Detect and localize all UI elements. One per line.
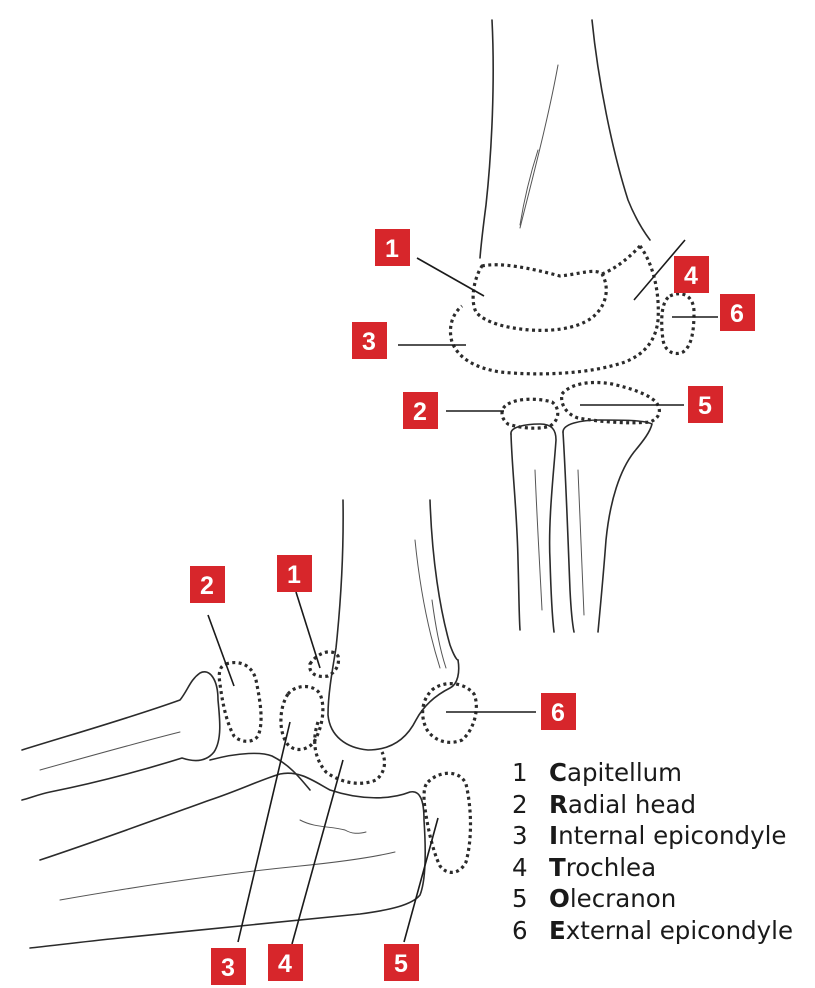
front-ulna-outline	[563, 420, 652, 632]
side-badge-4: 4	[268, 944, 303, 981]
svg-text:1: 1	[385, 235, 399, 263]
side-humerus-outline-right	[430, 500, 458, 660]
side-ulna-detail	[300, 820, 366, 833]
svg-text:2: 2	[413, 398, 427, 426]
side-trochlea-center	[315, 722, 385, 783]
side-olecranon-center	[424, 773, 471, 872]
front-badge-6: 6	[720, 294, 755, 331]
side-ulna-inner-line	[60, 852, 395, 900]
front-ulna-outline-left	[563, 432, 574, 632]
side-badge-2: 2	[190, 566, 225, 603]
front-radius-inner-line	[535, 470, 542, 610]
front-ulna-inner-line	[578, 470, 584, 615]
svg-text:1: 1	[287, 561, 301, 589]
front-badge-2: 2	[403, 392, 438, 429]
side-humerus-inner-line	[415, 540, 440, 668]
front-capitellum-center	[473, 265, 606, 331]
side-badge-1: 1	[277, 555, 312, 592]
side-radial-head-center	[219, 663, 261, 742]
front-badge-1: 1	[375, 229, 410, 266]
svg-text:5: 5	[394, 950, 408, 978]
side-leader-1	[296, 592, 320, 668]
side-badge-6: 6	[541, 693, 576, 730]
front-olecranon-center	[562, 382, 660, 422]
front-badge-4: 4	[674, 256, 709, 293]
front-external-epicondyle-center	[662, 294, 694, 354]
front-humerus-inner-line	[520, 65, 558, 228]
front-radius-outline	[511, 424, 556, 632]
side-humerus-inner-line-2	[432, 600, 446, 668]
side-leader-3	[238, 722, 290, 942]
svg-text:3: 3	[362, 328, 376, 356]
front-humerus-inner-line-2	[520, 150, 538, 225]
front-badge-3: 3	[352, 322, 387, 359]
svg-text:3: 3	[221, 954, 235, 982]
front-view: 1 3 4 6 2 5	[352, 20, 755, 632]
side-internal-epicondyle-center	[281, 687, 323, 750]
front-humerus-outline-right	[592, 20, 650, 240]
side-ulna-outline	[30, 773, 425, 948]
side-radius-outline	[22, 672, 220, 800]
front-trochlea-upper	[602, 246, 640, 274]
svg-text:2: 2	[200, 572, 214, 600]
side-humerus-outline	[328, 500, 459, 750]
side-external-epicondyle-center	[423, 684, 477, 743]
side-view: 2 1 6 3 4 5	[22, 500, 576, 985]
side-ulna-upper-edge	[210, 753, 310, 790]
svg-text:4: 4	[278, 950, 292, 978]
front-radius-outline-left	[511, 434, 520, 630]
side-badge-5: 5	[384, 944, 419, 981]
side-badge-3: 3	[211, 948, 246, 985]
svg-text:5: 5	[698, 392, 712, 420]
side-leader-5	[404, 818, 438, 942]
front-badge-5: 5	[688, 386, 723, 423]
front-leader-1	[417, 258, 484, 296]
svg-text:4: 4	[684, 262, 698, 290]
svg-text:6: 6	[730, 300, 744, 328]
svg-text:6: 6	[551, 699, 565, 727]
front-humerus-outline	[480, 20, 493, 258]
